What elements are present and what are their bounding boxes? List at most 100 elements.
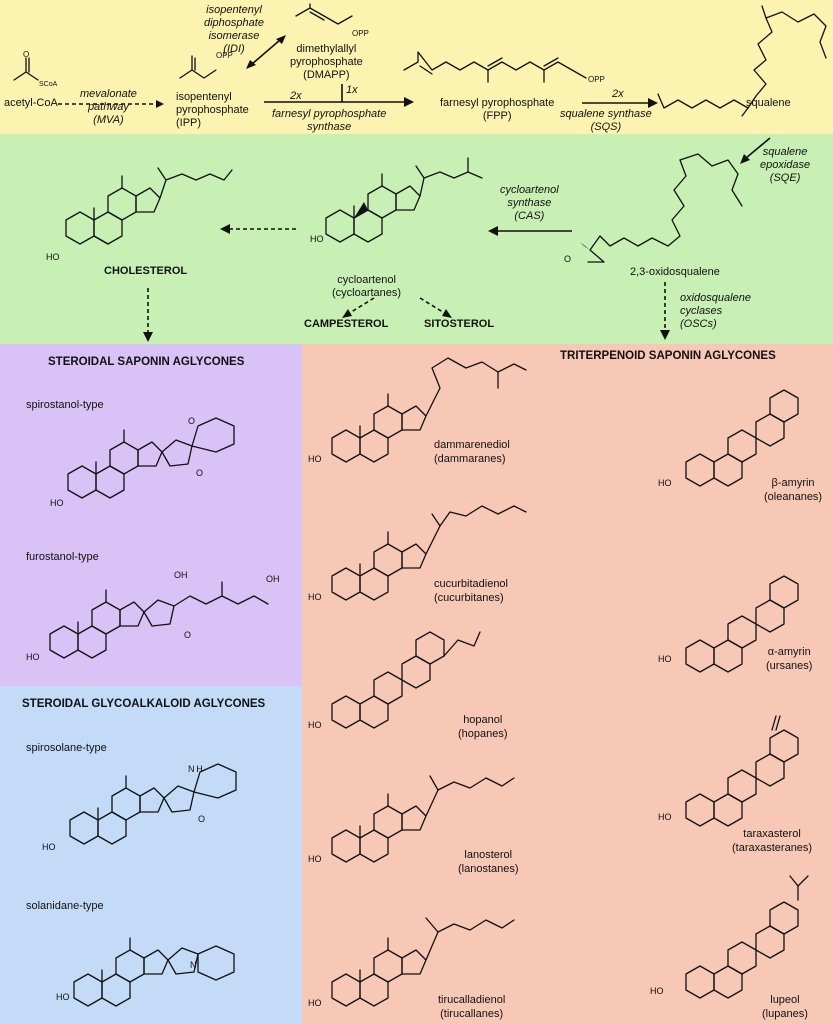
svg-text:HO: HO — [308, 854, 322, 864]
saponin-zone — [0, 344, 302, 686]
svg-text:HO: HO — [658, 654, 672, 664]
oscs-arrow — [660, 282, 670, 340]
triterpenoid-zone — [302, 344, 833, 1024]
sterol-zone — [0, 134, 833, 344]
b-amyrin-label: β-amyrin(oleananes) — [764, 477, 823, 503]
svg-text:HO: HO — [658, 478, 672, 488]
svg-text:HO: HO — [46, 252, 60, 262]
idi-arrow — [246, 35, 286, 69]
mva-arrow — [58, 100, 164, 108]
svg-text:HO: HO — [310, 234, 324, 244]
svg-text:O: O — [184, 630, 191, 640]
alkaloid-zone — [0, 686, 302, 1024]
cycloartenol-to-campesterol-arrow — [342, 297, 375, 318]
svg-text:HO: HO — [308, 454, 322, 464]
a-amyrin-structure: HO — [658, 575, 799, 673]
svg-text:HO: HO — [308, 998, 322, 1008]
svg-text:O: O — [188, 416, 195, 426]
solanidane-structure: N HO — [56, 937, 235, 1007]
svg-text:O: O — [196, 468, 203, 478]
fps-2x-label: 2x — [290, 90, 302, 102]
sqe-arrow — [740, 137, 771, 164]
hopanol-structure: HO — [308, 631, 481, 730]
svg-text:OPP: OPP — [588, 75, 605, 84]
fpp-label: farnesyl pyrophosphate(FPP) — [440, 97, 555, 122]
triterpenoid-title: TRITERPENOID SAPONIN AGLYCONES — [560, 350, 776, 362]
svg-text:OPP: OPP — [352, 29, 369, 38]
campesterol-label: CAMPESTEROL — [304, 318, 389, 330]
svg-text:HO: HO — [26, 652, 40, 662]
spirostanol-structure: O O HO — [50, 416, 235, 508]
svg-text:HO: HO — [50, 498, 64, 508]
taraxasterol-label: taraxasterol(taraxasteranes) — [732, 828, 813, 854]
svg-text:O: O — [564, 254, 571, 264]
cycloartenol-structure: HO — [310, 157, 483, 244]
spirostanol-label: spirostanol-type — [26, 399, 104, 411]
svg-text:N: N — [190, 960, 197, 970]
cholesterol-label: CHOLESTEROL — [104, 265, 188, 277]
hopanol-label: hopanol(hopanes) — [458, 714, 508, 740]
a-amyrin-label: α-amyrin(ursanes) — [766, 646, 813, 672]
saponin-title: STEROIDAL SAPONIN AGLYCONES — [48, 356, 245, 368]
taraxasterol-structure: HO — [658, 715, 799, 827]
sqs-2x-label: 2x — [612, 88, 624, 100]
cycloartenol-label: cycloartenol(cycloartanes) — [332, 274, 402, 299]
svg-text:HO: HO — [658, 812, 672, 822]
svg-text:OPP: OPP — [216, 51, 233, 60]
cholesterol-arrow — [220, 224, 296, 234]
svg-text:HO: HO — [42, 842, 56, 852]
tirucalladienol-label: tirucalladienol(tirucallanes) — [438, 994, 506, 1020]
sqs-arrow — [582, 98, 658, 108]
svg-text:OH: OH — [266, 574, 280, 584]
fps-1x-label: 1x — [346, 84, 358, 96]
furostanol-label: furostanol-type — [26, 551, 99, 563]
cas-arrow — [488, 226, 572, 236]
b-amyrin-structure: HO — [658, 389, 799, 488]
dmapp-structure: OPP — [295, 3, 369, 38]
oxidosqualene-label: 2,3-oxidosqualene — [630, 266, 720, 278]
spirosolane-label: spirosolane-type — [26, 742, 107, 754]
cholesterol-to-saponin-arrow — [143, 288, 153, 342]
dammarenediol-structure: HO — [308, 357, 527, 464]
cucurbitadienol-label: cucurbitadienol(cucurbitanes) — [434, 578, 508, 604]
squalene-structure — [657, 5, 827, 117]
svg-text:OH: OH — [174, 570, 188, 580]
cholesterol-structure: HO — [46, 167, 233, 262]
lanosterol-label: lanosterol(lanostanes) — [458, 849, 519, 875]
mva-pathway-zone — [0, 0, 833, 134]
svg-text:N H: N H — [188, 764, 203, 774]
dammarenediol-label: dammarenediol(dammaranes) — [434, 439, 510, 465]
scoa-label: SCoA — [39, 81, 58, 88]
svg-text:HO: HO — [56, 992, 70, 1002]
svg-text:HO: HO — [308, 592, 322, 602]
lanosterol-structure: HO — [308, 775, 515, 864]
tirucalladienol-structure: HO — [308, 917, 515, 1008]
fps-arrow — [264, 84, 414, 107]
sqs-label: squalene synthase(SQS) — [560, 108, 652, 133]
ipp-structure: OPP — [179, 51, 233, 79]
furostanol-structure: OH OH O HO — [26, 570, 280, 662]
spirosolane-structure: N H O HO — [42, 763, 237, 852]
solanidane-label: solanidane-type — [26, 900, 104, 912]
acetyl-coa-structure: O SCoA — [13, 50, 58, 88]
svg-text:HO: HO — [308, 720, 322, 730]
lupeol-label: lupeol(lupanes) — [762, 994, 808, 1020]
sitosterol-label: SITOSTEROL — [424, 318, 495, 330]
cucurbitadienol-structure: HO — [308, 505, 527, 602]
acetyl-coa-label: acetyl-CoA — [4, 97, 58, 109]
svg-text:O: O — [198, 814, 205, 824]
svg-text:O: O — [23, 50, 29, 59]
squalene-label: squalene — [746, 97, 791, 109]
svg-text:HO: HO — [650, 986, 664, 996]
alkaloid-title: STEROIDAL GLYCOALKALOID AGLYCONES — [22, 698, 266, 710]
fpp-structure: OPP — [403, 51, 605, 84]
lupeol-structure: HO — [650, 875, 809, 999]
